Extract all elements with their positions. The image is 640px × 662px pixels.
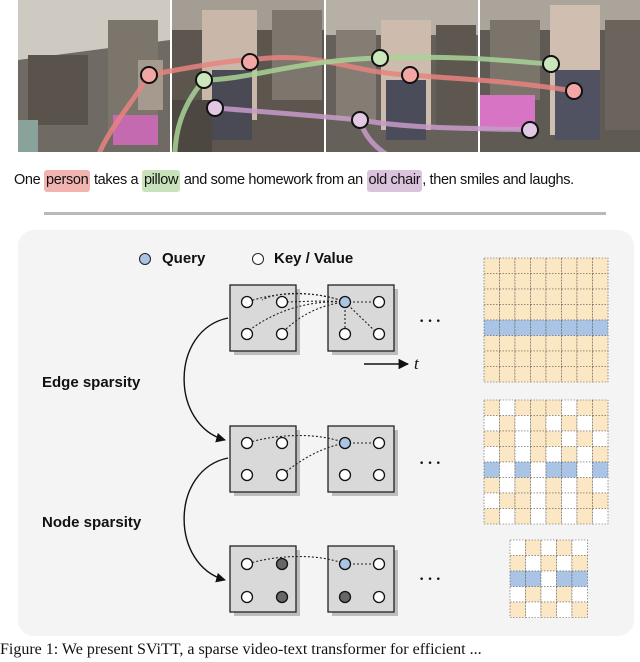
legend-query-label: Query — [162, 250, 206, 267]
pillow-leader — [172, 78, 206, 152]
person-track — [146, 54, 577, 94]
caption-text: One — [14, 172, 45, 188]
caption-text: and some homework from an — [180, 172, 367, 188]
pillow-dot-3 — [542, 55, 560, 73]
person-leader — [97, 73, 152, 152]
video-frame-2 — [172, 0, 324, 152]
caption-text: , then smiles and laughs. — [422, 172, 574, 188]
diagram-panel — [18, 230, 634, 636]
video-caption: One person takes a pillow and some homew… — [14, 170, 640, 192]
key-value-legend-icon — [252, 253, 264, 265]
time-axis-label: t — [414, 354, 419, 373]
person-dot-1 — [140, 66, 158, 84]
caption-highlight-person: person — [44, 170, 91, 192]
ellipsis: ··· — [418, 450, 443, 475]
chair-dot-2 — [351, 111, 369, 129]
ellipsis: ··· — [418, 308, 443, 333]
caption-text: takes a — [90, 172, 142, 188]
chair-dot-1 — [206, 99, 224, 117]
person-dot-2 — [241, 53, 259, 71]
caption-highlight-chair: old chair — [366, 170, 423, 192]
pillow-dot-2 — [371, 49, 389, 67]
query-legend-icon — [139, 253, 151, 265]
person-dot-3 — [401, 66, 419, 84]
person-dot-4 — [565, 82, 583, 100]
edge-sparsity-label: Edge sparsity — [42, 374, 141, 391]
caption-highlight-pillow: pillow — [141, 170, 181, 192]
legend-key-value-label: Key / Value — [274, 250, 354, 267]
divider — [44, 212, 606, 215]
object-tracks — [97, 49, 583, 152]
video-frame-4 — [480, 0, 640, 152]
pillow-dot-1 — [195, 71, 213, 89]
chair-dot-3 — [521, 121, 539, 139]
chair-leader — [357, 119, 388, 152]
figure-caption: Figure 1: We present SViTT, a sparse vid… — [0, 641, 482, 658]
video-frames — [18, 0, 640, 152]
node-sparsity-label: Node sparsity — [42, 514, 142, 531]
ellipsis: ··· — [418, 566, 443, 591]
chair-track — [212, 105, 533, 133]
